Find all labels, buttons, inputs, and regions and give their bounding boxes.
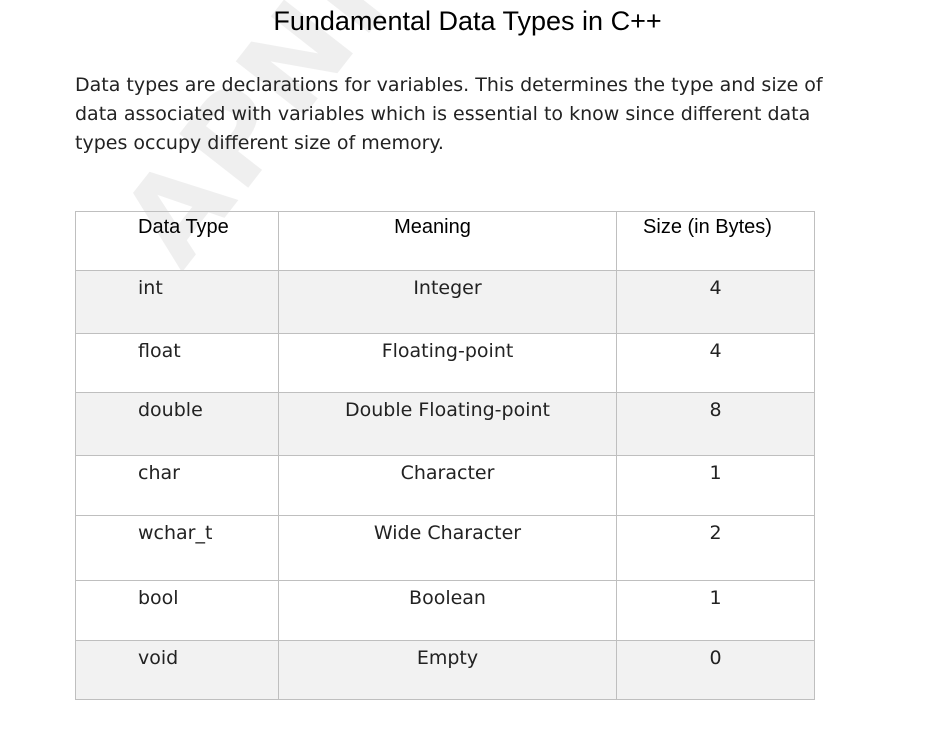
cell-meaning: Boolean xyxy=(278,580,617,641)
table-row: void Empty 0 xyxy=(75,640,815,700)
page-title: Fundamental Data Types in C++ xyxy=(273,6,662,36)
cell-type: wchar_t xyxy=(75,515,279,581)
cell-type: float xyxy=(75,333,279,393)
table-row: float Floating-point 4 xyxy=(75,333,815,393)
cell-size: 1 xyxy=(616,455,815,516)
header-meaning: Meaning xyxy=(278,211,617,271)
cell-type: char xyxy=(75,455,279,516)
cell-type: void xyxy=(75,640,279,700)
cell-size: 2 xyxy=(616,515,815,581)
header-data-type: Data Type xyxy=(75,211,279,271)
header-size: Size (in Bytes) xyxy=(616,211,815,271)
table-row: int Integer 4 xyxy=(75,270,815,334)
cell-meaning: Wide Character xyxy=(278,515,617,581)
table-row: double Double Floating-point 8 xyxy=(75,392,815,456)
cell-size: 4 xyxy=(616,333,815,393)
data-types-table: Data Type Meaning Size (in Bytes) int In… xyxy=(75,211,815,700)
cell-size: 1 xyxy=(616,580,815,641)
cell-size: 4 xyxy=(616,270,815,334)
intro-paragraph: Data types are declarations for variable… xyxy=(75,74,823,154)
table-header-row: Data Type Meaning Size (in Bytes) xyxy=(75,211,815,271)
cell-type: double xyxy=(75,392,279,456)
cell-size: 8 xyxy=(616,392,815,456)
cell-size: 0 xyxy=(616,640,815,700)
cell-meaning: Floating-point xyxy=(278,333,617,393)
cell-meaning: Empty xyxy=(278,640,617,700)
cell-meaning: Double Floating-point xyxy=(278,392,617,456)
table-row: bool Boolean 1 xyxy=(75,580,815,641)
table-row: char Character 1 xyxy=(75,455,815,516)
cell-meaning: Integer xyxy=(278,270,617,334)
cell-type: int xyxy=(75,270,279,334)
cell-type: bool xyxy=(75,580,279,641)
table-row: wchar_t Wide Character 2 xyxy=(75,515,815,581)
cell-meaning: Character xyxy=(278,455,617,516)
